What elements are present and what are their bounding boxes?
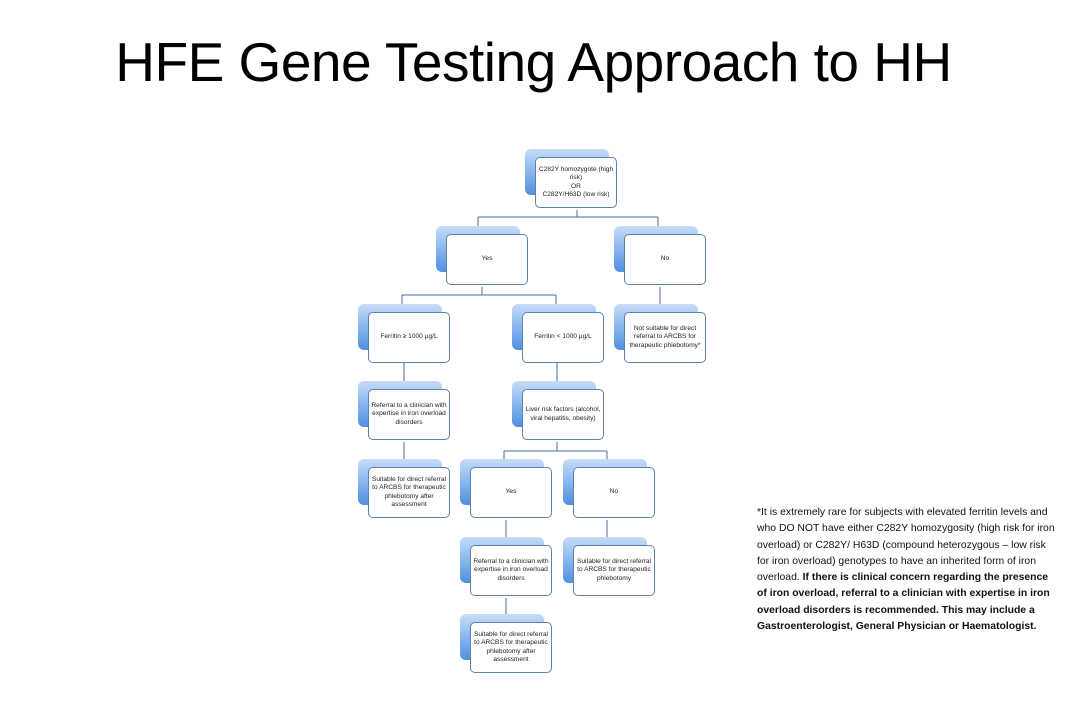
node-liver-yes: Yes (460, 459, 554, 520)
node-genotype: C282Y homozygote (high risk) OR C282Y/H6… (525, 149, 619, 210)
node-suitable-after-1: Suitable for direct referral to ARCBS fo… (358, 459, 452, 520)
node-no: No (614, 226, 708, 287)
node-liver-no: No (563, 459, 657, 520)
node-label: Referral to a clinician with expertise i… (470, 545, 552, 596)
node-label: No (624, 234, 706, 285)
node-label: Suitable for direct referral to ARCBS fo… (573, 545, 655, 596)
node-liver-risk: Liver risk factors (alcohol, viral hepat… (512, 381, 606, 442)
node-ferritin-low: Ferritin < 1000 µg/L (512, 304, 606, 365)
node-label: Referral to a clinician with expertise i… (368, 389, 450, 440)
node-yes: Yes (436, 226, 530, 287)
node-label: No (573, 467, 655, 518)
node-label: Suitable for direct referral to ARCBS fo… (368, 467, 450, 518)
node-label: Ferritin ≥ 1000 µg/L (368, 312, 450, 363)
node-label: Yes (446, 234, 528, 285)
node-label: C282Y homozygote (high risk) OR C282Y/H6… (535, 157, 617, 208)
node-referral-1: Referral to a clinician with expertise i… (358, 381, 452, 442)
node-label: Yes (470, 467, 552, 518)
footnote-recommendation: If there is clinical concern regarding t… (757, 572, 1050, 633)
slide-title: HFE Gene Testing Approach to HH (115, 31, 952, 93)
node-label: Ferritin < 1000 µg/L (522, 312, 604, 363)
node-label: Not suitable for direct referral to ARCB… (624, 312, 706, 363)
node-referral-2: Referral to a clinician with expertise i… (460, 537, 554, 598)
node-ferritin-high: Ferritin ≥ 1000 µg/L (358, 304, 452, 365)
node-suitable-direct: Suitable for direct referral to ARCBS fo… (563, 537, 657, 598)
connector-liver (503, 442, 608, 461)
connector-yes (401, 287, 557, 306)
node-label: Suitable for direct referral to ARCBS fo… (470, 622, 552, 673)
connector-root (477, 210, 659, 228)
node-suitable-after-2: Suitable for direct referral to ARCBS fo… (460, 614, 554, 675)
footnote: *It is extremely rare for subjects with … (757, 505, 1057, 635)
node-label: Liver risk factors (alcohol, viral hepat… (522, 389, 604, 440)
node-not-suitable: Not suitable for direct referral to ARCB… (614, 304, 708, 365)
footnote-text: *It is extremely rare for subjects with … (757, 507, 1055, 584)
